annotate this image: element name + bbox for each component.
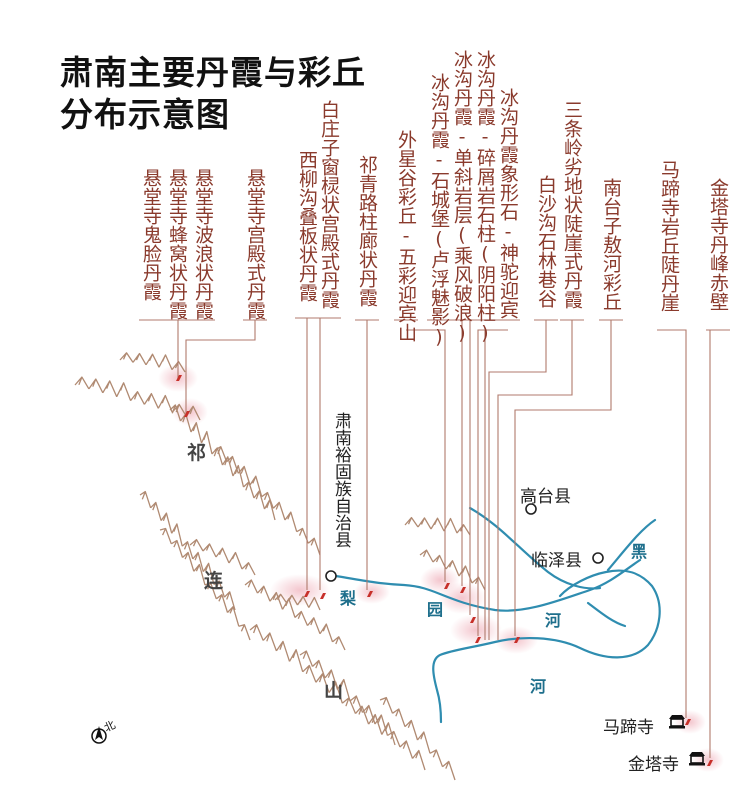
site-label-4: 悬堂寺宫殿式丹霞 xyxy=(244,168,266,320)
town-dot-sunan xyxy=(325,570,337,582)
site-label-1: 悬堂寺鬼脸丹霞 xyxy=(140,168,162,301)
leader-17 xyxy=(709,329,718,758)
site-marker-7 xyxy=(367,591,373,597)
site-marker-4 xyxy=(184,411,190,417)
site-marker-16 xyxy=(685,719,691,725)
site-label-11: 冰沟丹霞-碎屑岩石柱(阴阳柱) xyxy=(474,50,496,344)
ridge-5 xyxy=(139,490,236,611)
ridge-8 xyxy=(244,579,346,651)
leader-14 xyxy=(497,320,573,640)
ridge-11 xyxy=(379,696,456,781)
site-label-3: 悬堂寺波浪状丹霞 xyxy=(192,168,214,320)
map-title: 肃南主要丹霞与彩丘 分布示意图 xyxy=(60,52,366,136)
site-marker-10 xyxy=(470,617,476,623)
halo-10 xyxy=(692,748,724,772)
place-mati: 马蹄寺 xyxy=(603,718,654,738)
mountain-label-qi: 祁 xyxy=(187,442,207,464)
site-label-9: 冰沟丹霞-石城堡(卢浮魅影) xyxy=(428,73,450,348)
leader-13 xyxy=(488,320,547,640)
leader-10 xyxy=(462,319,471,615)
ridge-12 xyxy=(404,516,471,536)
site-label-7: 祁青路柱廊状丹霞 xyxy=(356,155,378,307)
ridge-9 xyxy=(249,624,396,746)
leader-11 xyxy=(477,329,485,636)
site-label-14: 三条岭劣地状陡崖式丹霞 xyxy=(561,100,583,309)
site-marker-1 xyxy=(176,375,182,381)
site-label-12: 冰沟丹霞象形石-神驼迎宾 xyxy=(497,88,519,319)
leader-4 xyxy=(185,320,256,414)
site-marker-6 xyxy=(320,593,326,599)
rivers xyxy=(334,506,661,724)
river-label-hei-he: 河 xyxy=(530,677,547,696)
site-label-17: 金塔寺丹峰赤壁 xyxy=(707,178,729,311)
site-label-13: 白沙沟石林巷谷 xyxy=(535,175,557,308)
site-marker-8 xyxy=(444,583,450,589)
ridge-7 xyxy=(189,538,256,576)
ridge-14 xyxy=(274,593,321,611)
temple-icon-mati xyxy=(669,715,685,729)
site-marker-9 xyxy=(460,587,466,593)
town-dots xyxy=(325,503,604,582)
place-jinta: 金塔寺 xyxy=(628,755,679,775)
ridge-4 xyxy=(214,446,321,556)
site-label-15: 南台子敖河彩丘 xyxy=(600,178,622,311)
river-label-li: 梨 xyxy=(340,589,357,608)
site-marker-15 xyxy=(514,637,520,643)
mountain-range xyxy=(74,352,486,781)
river-label-yuan: 园 xyxy=(427,600,444,619)
town-dot-linze xyxy=(592,552,604,564)
river-5 xyxy=(586,601,627,628)
leader-16 xyxy=(669,329,687,718)
leader-lines xyxy=(139,317,730,758)
river-label-hei: 黑 xyxy=(631,542,648,561)
ridge-1 xyxy=(74,376,201,421)
temple-icon-jinta xyxy=(689,752,705,766)
site-label-10: 冰沟丹霞-单斜岩层(乘风破浪) xyxy=(451,50,473,344)
title-line-2: 分布示意图 xyxy=(60,95,230,134)
river-3 xyxy=(432,569,661,724)
site-label-16: 马蹄寺岩丘陡丹崖 xyxy=(658,160,680,312)
site-marker-11 xyxy=(475,637,481,643)
site-label-6: 白庄子窗棂状宫殿式丹霞 xyxy=(318,100,340,309)
place-gaotai: 高台县 xyxy=(520,487,571,507)
site-markers xyxy=(176,375,713,766)
site-label-8: 外星谷彩丘-五彩迎宾山 xyxy=(395,130,417,342)
river-label-he: 河 xyxy=(545,611,562,630)
leader-15 xyxy=(514,320,612,636)
site-label-2: 悬堂寺蜂窝状丹霞 xyxy=(166,168,188,320)
ridge-6 xyxy=(159,527,251,641)
site-marker-5 xyxy=(304,591,310,597)
title-line-1: 肃南主要丹霞与彩丘 xyxy=(60,53,366,92)
temple-icons xyxy=(669,715,705,766)
river-2 xyxy=(468,506,602,590)
place-sunan: 肃南裕固族自治县 xyxy=(331,412,351,548)
leader-6 xyxy=(319,317,329,590)
leader-9 xyxy=(439,319,463,586)
site-label-5: 西柳沟叠板状丹霞 xyxy=(296,150,318,302)
town-dot-gaotai xyxy=(525,503,537,515)
halo-9 xyxy=(674,710,706,734)
leader-12 xyxy=(484,329,508,640)
leader-8 xyxy=(406,329,446,582)
ridge-10 xyxy=(299,650,426,771)
mountain-label-shan: 山 xyxy=(324,680,344,702)
mountain-label-lian: 连 xyxy=(204,570,224,592)
site-marker-17 xyxy=(707,760,713,766)
place-linze: 临泽县 xyxy=(531,551,582,571)
river-4 xyxy=(606,518,657,572)
compass-icon xyxy=(91,726,107,744)
north-arrow: 北 xyxy=(88,718,117,748)
